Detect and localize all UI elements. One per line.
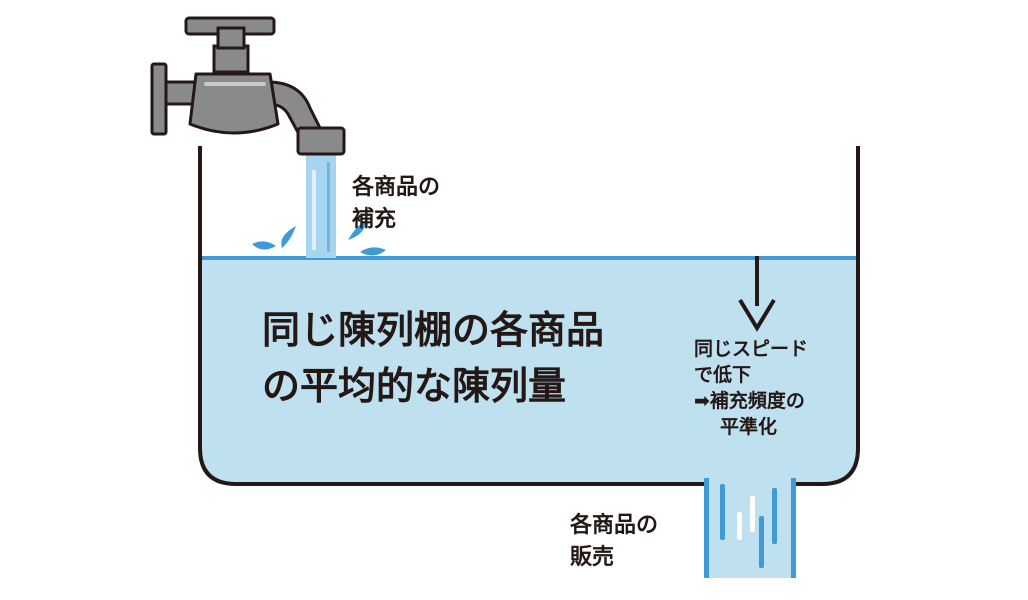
water-tank-icon [198, 146, 860, 486]
faucet-icon [150, 16, 346, 156]
sales-label-line: 各商品の [570, 513, 659, 538]
supply-label: 各商品の 補充 [352, 172, 440, 236]
decrease-note-line: で低下 [694, 364, 752, 386]
down-arrow-icon [738, 256, 776, 332]
water-body [200, 258, 858, 482]
average-display-label: 同じ陳列棚の各商品 の平均的な陳列量 [262, 302, 604, 414]
outflow-stream [704, 478, 796, 578]
supply-label-line: 補充 [352, 207, 397, 232]
supply-label-line: 各商品の [352, 175, 441, 200]
decrease-note-line: 平準化 [720, 416, 778, 438]
average-display-line: 同じ陳列棚の各商品 [262, 308, 605, 352]
decrease-note: 同じスピード で低下 ➡補充頻度の 平準化 [694, 336, 808, 440]
sales-label-line: 販売 [570, 545, 615, 570]
average-display-line: の平均的な陳列量 [262, 364, 567, 408]
sales-label: 各商品の 販売 [570, 510, 658, 574]
inflow-stream [306, 154, 336, 258]
water-drop-icon [252, 220, 386, 256]
decrease-note-line: 同じスピード [694, 338, 809, 360]
decrease-note-line: ➡補充頻度の [694, 390, 805, 412]
